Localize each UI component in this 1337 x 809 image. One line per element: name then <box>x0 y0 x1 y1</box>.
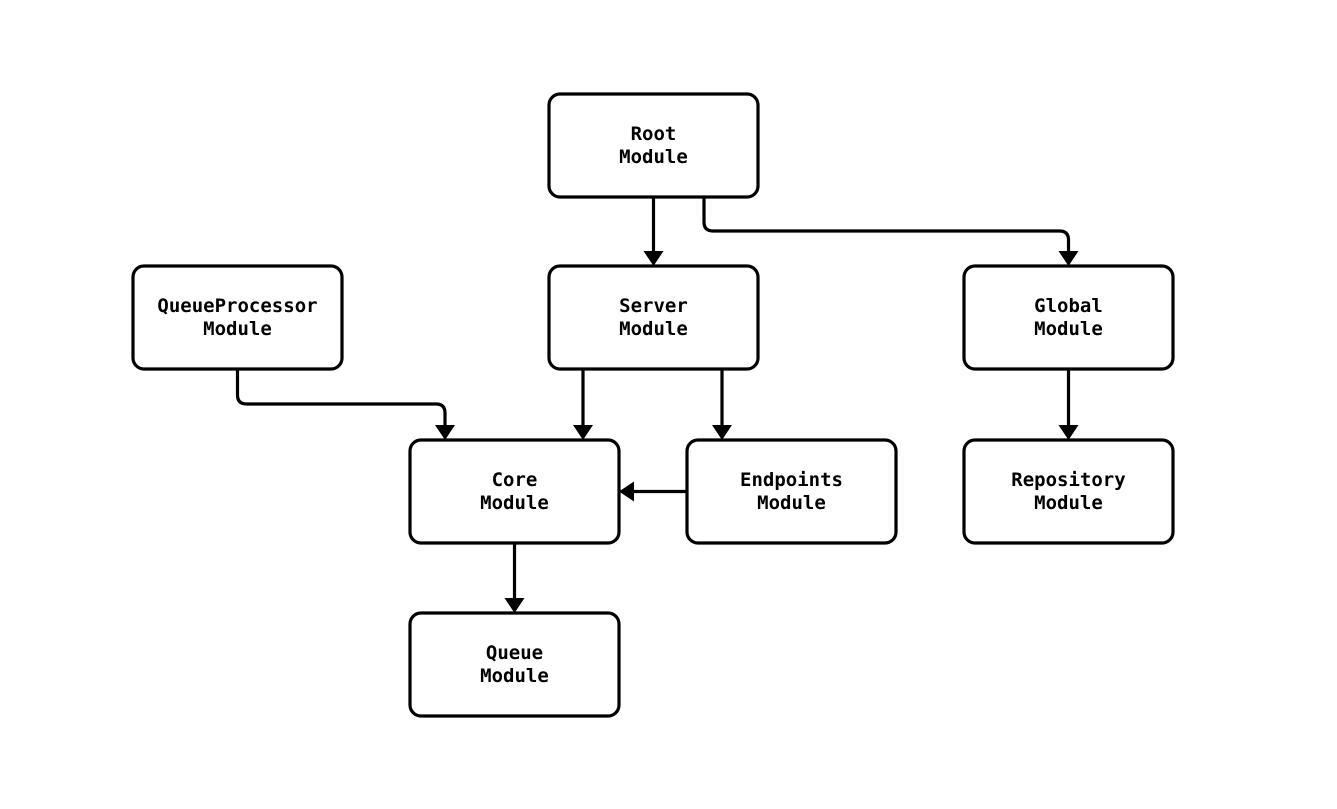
edge-endpoints-to-core <box>619 481 687 502</box>
queue-module-node-box[interactable] <box>408 611 621 718</box>
edge-server-to-core <box>573 369 593 440</box>
arrow-head-down <box>1058 425 1079 440</box>
edge-line <box>702 197 1071 251</box>
arrow-head-down <box>643 251 664 266</box>
server-module-node-box[interactable] <box>547 264 760 371</box>
global-module-node-label-line1: Global <box>1034 295 1103 317</box>
root-module-node-box[interactable] <box>547 92 760 199</box>
endpoints-module-node-label-line1: Endpoints <box>740 469 843 491</box>
core-module-node-label-line1: Core <box>492 469 538 491</box>
edges-layer <box>235 197 1079 613</box>
root-module-node-label-line2: Module <box>619 146 688 168</box>
edge-line <box>235 369 447 425</box>
repository-module-node-label-line2: Module <box>1034 492 1103 514</box>
edge-root-to-global <box>702 197 1079 266</box>
global-module-node-label-line2: Module <box>1034 318 1103 340</box>
queueprocessor-module-node-label-line1: QueueProcessor <box>157 295 317 317</box>
arrow-head-down <box>435 425 455 440</box>
root-module-node-label-line1: Root <box>631 123 677 145</box>
queue-module-node-label-line1: Queue <box>486 642 543 664</box>
nodes-layer: RootModuleQueueProcessorModuleServerModu… <box>131 92 1175 718</box>
arrow-head-down <box>1058 251 1079 266</box>
endpoints-module-node-box[interactable] <box>685 438 898 545</box>
arrow-head-left <box>619 481 634 502</box>
repository-module-node-label-line1: Repository <box>1011 469 1125 491</box>
repository-module-node-box[interactable] <box>962 438 1175 545</box>
edge-core-to-queue <box>504 543 525 613</box>
edge-server-to-endpoints <box>712 369 732 440</box>
endpoints-module-node-label-line2: Module <box>757 492 826 514</box>
edge-global-to-repository <box>1058 369 1079 440</box>
queueprocessor-module-node-box[interactable] <box>131 264 344 371</box>
queue-module-node-label-line2: Module <box>480 665 549 687</box>
global-module-node-box[interactable] <box>962 264 1175 371</box>
edge-queueprocessor-to-core <box>235 369 455 440</box>
arrow-head-down <box>573 425 593 440</box>
arrow-head-down <box>712 425 732 440</box>
arrow-head-down <box>504 598 525 613</box>
server-module-node-label-line2: Module <box>619 318 688 340</box>
queueprocessor-module-node-label-line2: Module <box>203 318 272 340</box>
core-module-node-box[interactable] <box>408 438 621 545</box>
core-module-node-label-line2: Module <box>480 492 549 514</box>
edge-root-to-server <box>643 197 664 266</box>
server-module-node-label-line1: Server <box>619 295 688 317</box>
